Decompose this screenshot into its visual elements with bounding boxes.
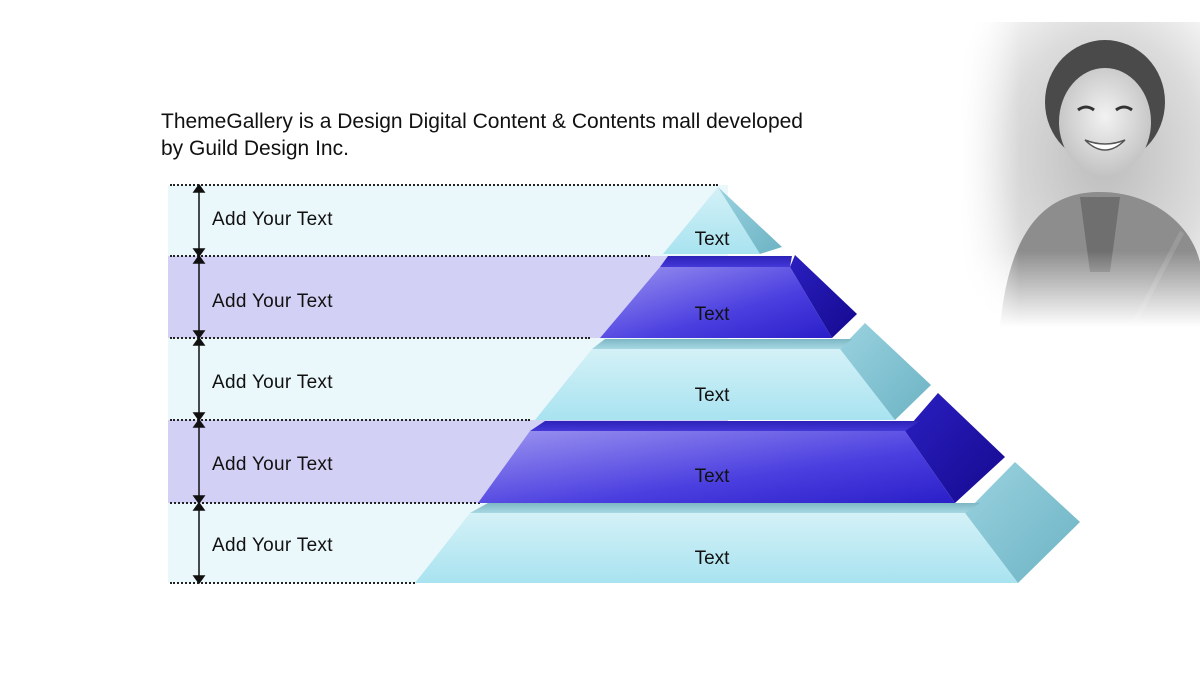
separator-line: [170, 502, 480, 504]
separator-line: [170, 582, 415, 584]
pyramid-tier-3: [535, 323, 931, 420]
tier-4-label: Text: [694, 466, 730, 487]
tier-2-label: Text: [694, 304, 730, 325]
row-3-label: Add Your Text: [212, 372, 333, 393]
separator-line: [170, 337, 590, 339]
band-row-1: [168, 185, 728, 256]
tier-1-label: Text: [694, 229, 730, 250]
pyramid-tier-5: [415, 462, 1080, 583]
heading-text: ThemeGallery is a Design Digital Content…: [161, 110, 803, 160]
tier-5-label: Text: [694, 548, 730, 569]
separator-line: [170, 255, 650, 257]
tier-3-label: Text: [694, 385, 730, 406]
row-2-label: Add Your Text: [212, 291, 333, 312]
portrait-photo: [960, 22, 1200, 327]
separator-line: [170, 419, 530, 421]
arrow-group: [192, 183, 206, 585]
pyramid-tier-2: [600, 255, 857, 338]
pyramid-tier-4: [478, 393, 1005, 503]
pyramid-tier-1: [663, 187, 782, 254]
row-4-label: Add Your Text: [212, 454, 333, 475]
row-1-label: Add Your Text: [212, 209, 333, 230]
separator-line: [170, 184, 718, 186]
row-5-label: Add Your Text: [212, 535, 333, 556]
